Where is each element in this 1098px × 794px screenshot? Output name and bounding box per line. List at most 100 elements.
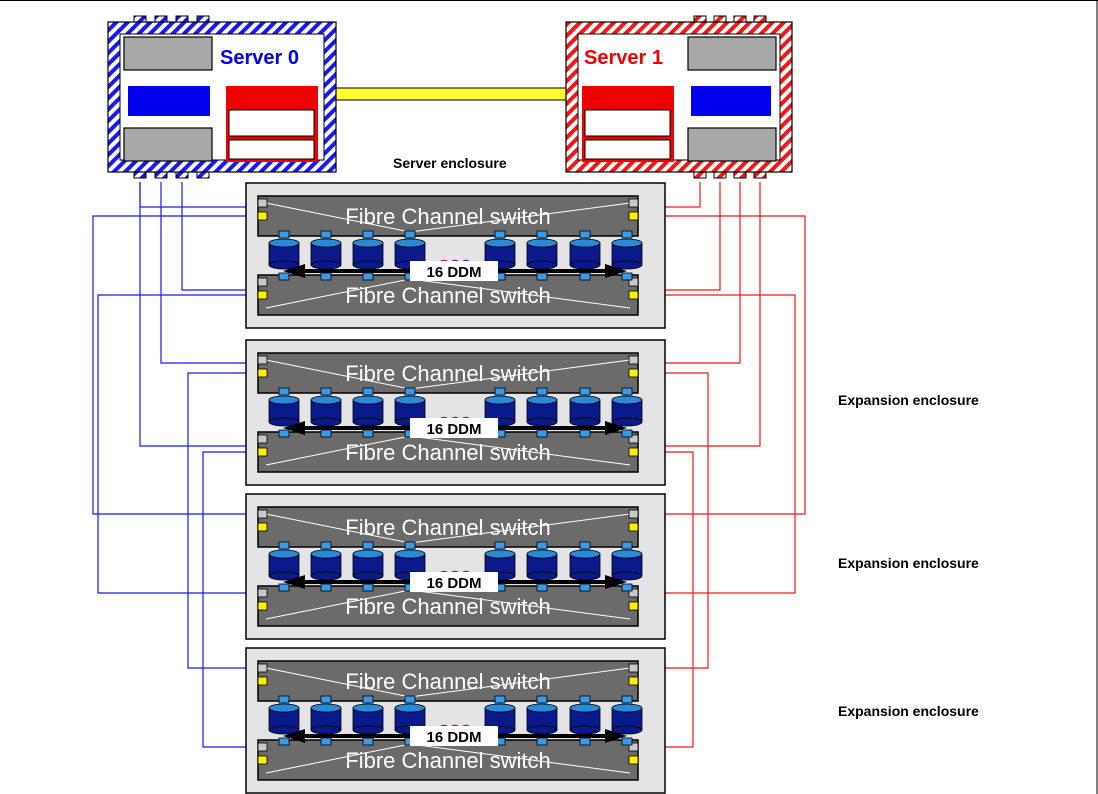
fibre-channel-switch — [257, 739, 639, 781]
disk-port — [320, 387, 332, 396]
server-processor — [691, 86, 771, 116]
switch-path-line — [265, 359, 411, 390]
disk-drive-top — [611, 395, 643, 405]
switch-path-line — [409, 513, 631, 544]
disk-drive-base — [526, 725, 558, 735]
switch-port — [257, 198, 268, 208]
disk-drive-top — [394, 395, 426, 405]
disk-port — [362, 429, 374, 438]
disk-drive-top — [268, 238, 300, 248]
server-memory-module — [584, 109, 671, 137]
disk-drive-top — [268, 395, 300, 405]
switch-port — [628, 588, 639, 598]
disk-drive-top — [484, 238, 516, 248]
disk-port — [621, 387, 633, 396]
disk-port — [536, 429, 548, 438]
ddm-label: 16 DDM — [426, 729, 481, 746]
fibre-cable — [202, 451, 258, 748]
switch-label: Fibre Channel switch — [345, 204, 550, 229]
switch-port — [257, 211, 268, 221]
disk-port — [536, 737, 548, 746]
disk-drive-base — [352, 417, 384, 427]
disk-port — [278, 737, 290, 746]
switch-path-line — [265, 435, 411, 466]
switch-port — [257, 601, 268, 611]
disk-port — [362, 230, 374, 239]
disk-port — [536, 695, 548, 704]
disk-drive-base — [310, 417, 342, 427]
disk-drive-top — [352, 549, 384, 559]
ddm-label-bg — [410, 572, 498, 592]
server-memory-module — [228, 109, 315, 137]
disk-drive-top — [352, 238, 384, 248]
disk-port — [621, 695, 633, 704]
disk-port — [362, 541, 374, 550]
ddm-label-bg — [410, 418, 498, 438]
switch-port — [628, 755, 639, 765]
fibre-cable — [160, 182, 258, 364]
switch-port — [257, 290, 268, 300]
disk-drive-top — [526, 549, 558, 559]
fibre-cable — [187, 372, 258, 669]
disk-drive-base — [268, 725, 300, 735]
disk-port — [579, 387, 591, 396]
switch-port — [257, 522, 268, 532]
ddm-arrow-head — [605, 421, 627, 435]
switch-path-line — [409, 435, 631, 466]
disk-port — [494, 230, 506, 239]
ddm-label: 16 DDM — [426, 421, 481, 438]
disk-port — [320, 230, 332, 239]
switch-path-line — [409, 278, 631, 309]
disk-port — [320, 695, 332, 704]
cable-layer — [92, 182, 806, 748]
switch-path-line — [409, 359, 631, 390]
switch-path-line — [409, 667, 631, 698]
server-memory-module — [228, 139, 315, 160]
disk-drive-top — [268, 703, 300, 713]
fibre-cable — [139, 182, 258, 208]
server-adapter — [687, 36, 777, 71]
fibre-cable — [638, 182, 741, 364]
disk-port — [621, 230, 633, 239]
disk-port — [404, 541, 416, 550]
disk-port — [278, 230, 290, 239]
switch-path-line — [265, 513, 411, 544]
switch-label: Fibre Channel switch — [345, 283, 550, 308]
fibre-cable — [181, 182, 258, 291]
disk-port — [579, 272, 591, 281]
switch-port — [257, 277, 268, 287]
expansion-enclosure-label: Expansion enclosure — [838, 555, 979, 571]
server-title: Server 0 — [220, 47, 299, 69]
fibre-cable — [92, 215, 258, 515]
switch-port — [628, 522, 639, 532]
switch-port — [628, 355, 639, 365]
disk-drive-top — [569, 549, 601, 559]
fibre-cable — [638, 294, 796, 594]
disk-port — [621, 272, 633, 281]
expansion-enclosure-label: Expansion enclosure — [838, 703, 979, 719]
disk-port — [579, 737, 591, 746]
disk-drive-top — [394, 549, 426, 559]
switch-label: Fibre Channel switch — [345, 748, 550, 773]
disk-drive-top — [394, 703, 426, 713]
switch-path-line — [265, 589, 411, 620]
switch-port — [628, 676, 639, 686]
disk-drive-top — [352, 395, 384, 405]
disk-port — [579, 541, 591, 550]
disk-drive-top — [352, 703, 384, 713]
switch-path-line — [265, 202, 411, 233]
switch-port — [257, 663, 268, 673]
disk-drive-base — [310, 725, 342, 735]
disk-port — [536, 387, 548, 396]
disk-port — [278, 695, 290, 704]
disk-port — [621, 583, 633, 592]
ddm-arrow-head — [605, 729, 627, 743]
disk-drive-base — [611, 417, 643, 427]
disk-port — [320, 541, 332, 550]
switch-port — [628, 198, 639, 208]
disk-port — [362, 387, 374, 396]
switch-label: Fibre Channel switch — [345, 361, 550, 386]
